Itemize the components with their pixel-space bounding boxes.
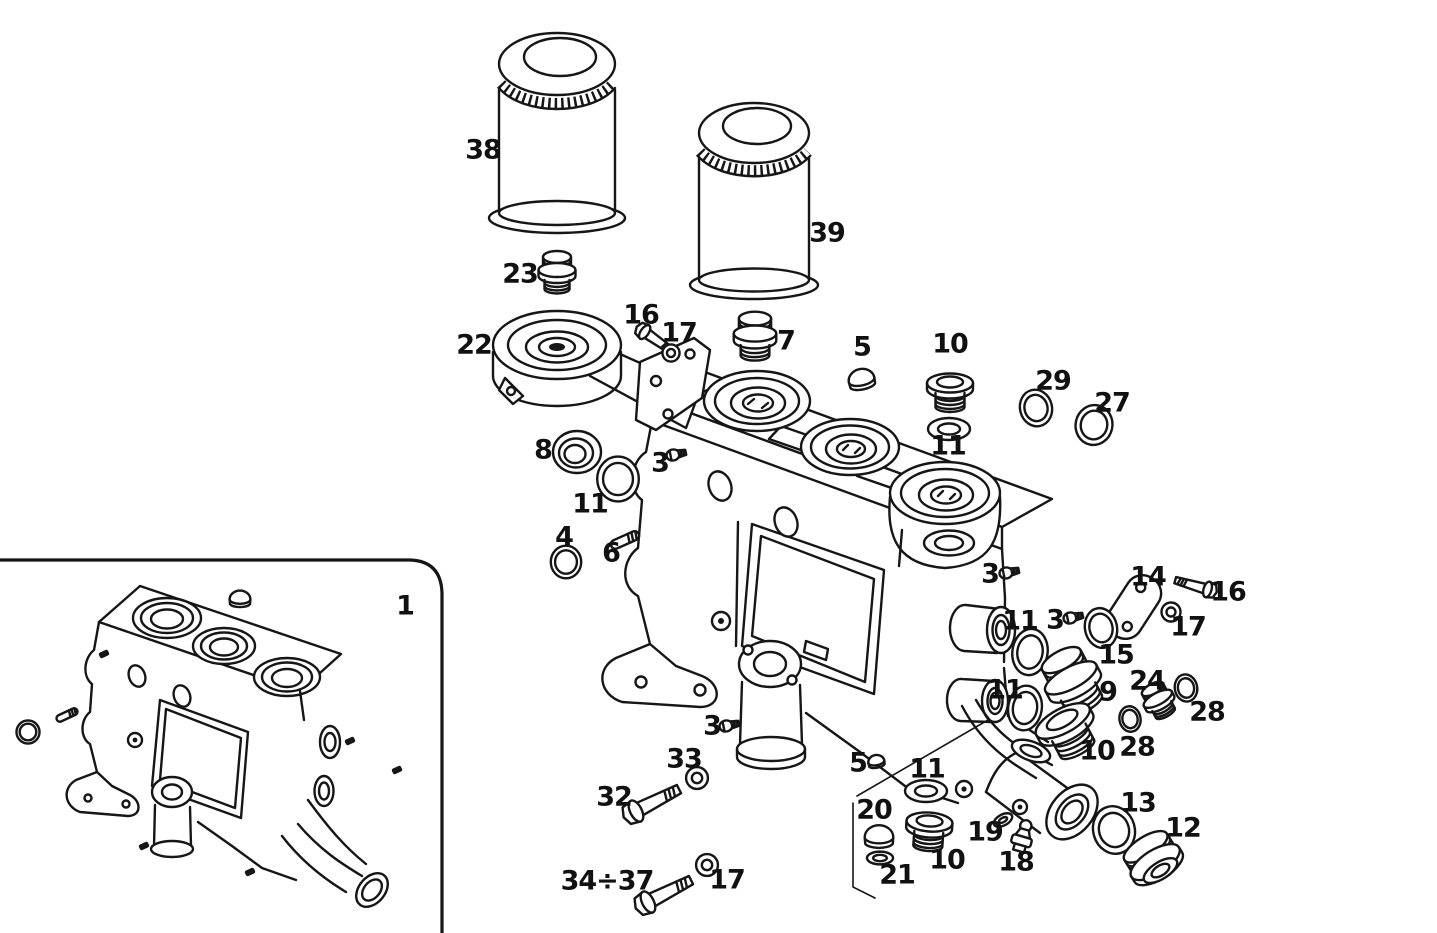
oil-filter-39 xyxy=(690,103,818,299)
callout-28: 28 xyxy=(1119,731,1156,763)
part-seal-8 xyxy=(553,431,601,473)
callout-8: 8 xyxy=(534,434,553,466)
callout-5: 5 xyxy=(849,747,868,779)
callout-3: 3 xyxy=(703,710,722,742)
callout-16: 16 xyxy=(623,299,660,331)
callout-1: 1 xyxy=(396,590,415,622)
callout-22: 22 xyxy=(456,329,493,361)
callout-33: 33 xyxy=(666,743,703,775)
engine-block xyxy=(602,371,1108,849)
oil-gallery xyxy=(956,716,1108,849)
callout-17: 17 xyxy=(709,864,746,896)
callout-32: 32 xyxy=(596,781,633,813)
callout-10: 10 xyxy=(932,328,969,360)
callout-10: 10 xyxy=(929,844,966,876)
group-bracket xyxy=(853,803,875,898)
callout-9: 9 xyxy=(1099,676,1118,708)
callout-17: 17 xyxy=(661,317,698,349)
callout-39: 39 xyxy=(809,217,846,249)
callout-4: 4 xyxy=(555,521,574,553)
leader-line xyxy=(857,720,988,796)
callout-19: 19 xyxy=(967,816,1004,848)
callout-23: 23 xyxy=(502,258,539,290)
callout-28: 28 xyxy=(1189,696,1226,728)
filter-mount-22 xyxy=(493,311,710,430)
callout-18: 18 xyxy=(998,846,1035,878)
callout-29: 29 xyxy=(1035,365,1072,397)
callout-14: 14 xyxy=(1130,561,1167,593)
callout-5: 5 xyxy=(853,331,872,363)
callout-21: 21 xyxy=(879,859,916,891)
callout-3: 3 xyxy=(1046,604,1065,636)
callout-20: 20 xyxy=(856,794,893,826)
callout-34-37: 34÷37 xyxy=(560,865,655,897)
callout-17: 17 xyxy=(1170,611,1207,643)
callout-7: 7 xyxy=(777,325,796,357)
callout-27: 27 xyxy=(1094,387,1131,419)
callout-15: 15 xyxy=(1098,639,1135,671)
callout-11: 11 xyxy=(909,753,946,785)
callout-11: 11 xyxy=(572,488,609,520)
callout-3: 3 xyxy=(651,447,670,479)
oil-filter-38 xyxy=(489,33,625,233)
callout-6: 6 xyxy=(602,537,621,569)
callout-11: 11 xyxy=(987,674,1024,706)
cylinder-bore-1 xyxy=(704,371,810,431)
cylinder-bore-2 xyxy=(801,419,899,475)
inset-assembled-unit xyxy=(0,560,442,933)
inset-border xyxy=(0,560,442,933)
callout-38: 38 xyxy=(465,134,502,166)
callout-11: 11 xyxy=(1002,605,1039,637)
callout-16: 16 xyxy=(1210,576,1247,608)
callout-3: 3 xyxy=(981,558,1000,590)
callout-24: 24 xyxy=(1129,665,1166,697)
callout-13: 13 xyxy=(1120,787,1157,819)
part-plug-12 xyxy=(1117,824,1189,893)
callout-10: 10 xyxy=(1079,735,1116,767)
callout-12: 12 xyxy=(1165,812,1202,844)
cylinder-bore-3 xyxy=(890,462,1000,524)
callout-11: 11 xyxy=(930,430,967,462)
